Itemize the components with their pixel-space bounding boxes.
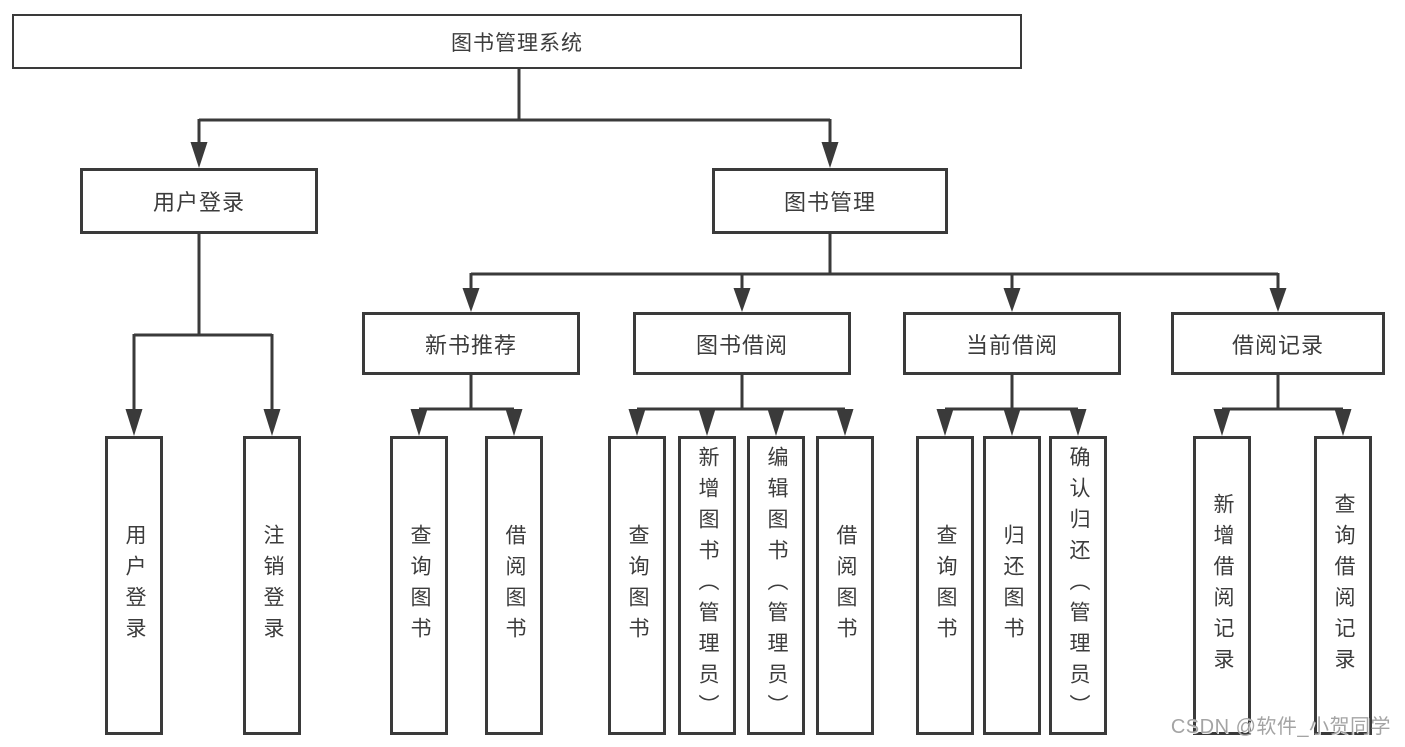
node-new-book-recommendation: 新书推荐 <box>362 312 580 375</box>
watermark: CSDN @软件_小贺同学 <box>1170 716 1391 738</box>
leaf-records-query-record: 查询借阅记录 <box>1314 436 1372 735</box>
node-user-login: 用户登录 <box>80 168 318 234</box>
leaf-current-query-books: 查询图书 <box>916 436 974 735</box>
leaf-recommend-query-books: 查询图书 <box>390 436 448 735</box>
leaf-records-add-record: 新增借阅记录 <box>1193 436 1251 735</box>
node-root: 图书管理系统 <box>12 14 1022 69</box>
node-book-borrowing: 图书借阅 <box>633 312 851 375</box>
leaf-logout: 注销登录 <box>243 436 301 735</box>
leaf-borrow-borrow-books: 借阅图书 <box>816 436 874 735</box>
leaf-user-login: 用户登录 <box>105 436 163 735</box>
leaf-borrow-add-books-admin: 新增图书（管理员） <box>678 436 736 735</box>
leaf-borrow-edit-books-admin: 编辑图书（管理员） <box>747 436 805 735</box>
leaf-borrow-query-books: 查询图书 <box>608 436 666 735</box>
leaf-current-confirm-return-admin: 确认归还（管理员） <box>1049 436 1107 735</box>
node-current-borrowing: 当前借阅 <box>903 312 1121 375</box>
node-borrowing-records: 借阅记录 <box>1171 312 1385 375</box>
leaf-current-return-books: 归还图书 <box>983 436 1041 735</box>
node-book-management: 图书管理 <box>712 168 948 234</box>
leaf-recommend-borrow-books: 借阅图书 <box>485 436 543 735</box>
